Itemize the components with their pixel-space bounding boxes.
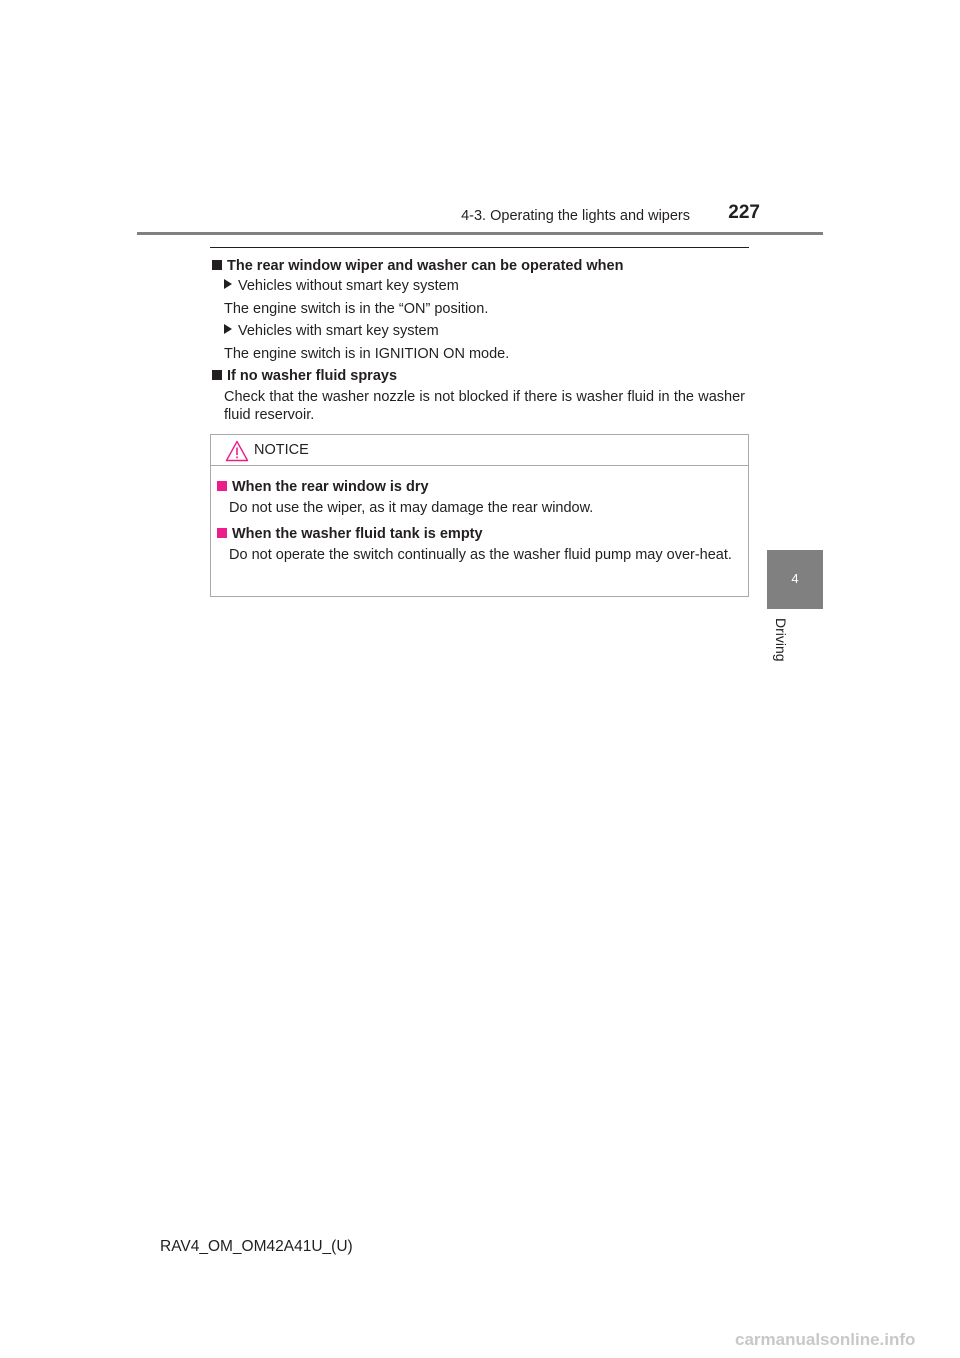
notice-item2-heading: When the washer fluid tank is empty — [217, 525, 483, 543]
chapter-tab: 4 — [767, 550, 823, 609]
triangle-bullet-icon — [224, 324, 232, 334]
variant1-label: Vehicles without smart key system — [238, 278, 459, 294]
chapter-label-text: Driving — [773, 618, 789, 662]
rear-wiper-heading-text: The rear window wiper and washer can be … — [227, 258, 624, 274]
document-id: RAV4_OM_OM42A41U_(U) — [160, 1238, 353, 1255]
warning-triangle-icon — [225, 440, 249, 462]
variant-without-smart-key: Vehicles without smart key system — [224, 277, 459, 295]
notice-item1-heading: When the rear window is dry — [217, 478, 429, 496]
square-bullet-icon — [212, 260, 222, 270]
rear-wiper-heading: The rear window wiper and washer can be … — [212, 257, 623, 275]
notice-box: NOTICE When the rear window is dry Do no… — [210, 434, 749, 597]
notice-header-divider — [211, 465, 748, 466]
variant1-description: The engine switch is in the “ON” positio… — [224, 301, 489, 317]
content-divider — [210, 247, 749, 248]
no-fluid-description: Check that the washer nozzle is not bloc… — [224, 389, 745, 423]
no-fluid-heading-text: If no washer fluid sprays — [227, 368, 398, 384]
notice-item2-text: Do not operate the switch continually as… — [229, 547, 732, 563]
variant-with-smart-key: Vehicles with smart key system — [224, 322, 439, 340]
page-number: 227 — [728, 202, 760, 223]
chapter-number: 4 — [791, 571, 799, 586]
section-title: 4-3. Operating the lights and wipers — [461, 208, 690, 224]
chapter-label: Driving — [769, 618, 789, 698]
header-divider — [137, 232, 823, 235]
notice-item2-heading-text: When the washer fluid tank is empty — [232, 526, 483, 542]
triangle-bullet-icon — [224, 279, 232, 289]
notice-item1-text: Do not use the wiper, as it may damage t… — [229, 500, 594, 516]
notice-item1-heading-text: When the rear window is dry — [232, 479, 429, 495]
variant2-description: The engine switch is in IGNITION ON mode… — [224, 346, 510, 362]
variant2-label: Vehicles with smart key system — [238, 323, 439, 339]
square-bullet-icon — [217, 528, 227, 538]
no-fluid-heading: If no washer fluid sprays — [212, 367, 397, 385]
notice-label: NOTICE — [254, 442, 309, 458]
watermark: carmanualsonline.info — [735, 1330, 916, 1349]
square-bullet-icon — [217, 481, 227, 491]
square-bullet-icon — [212, 370, 222, 380]
